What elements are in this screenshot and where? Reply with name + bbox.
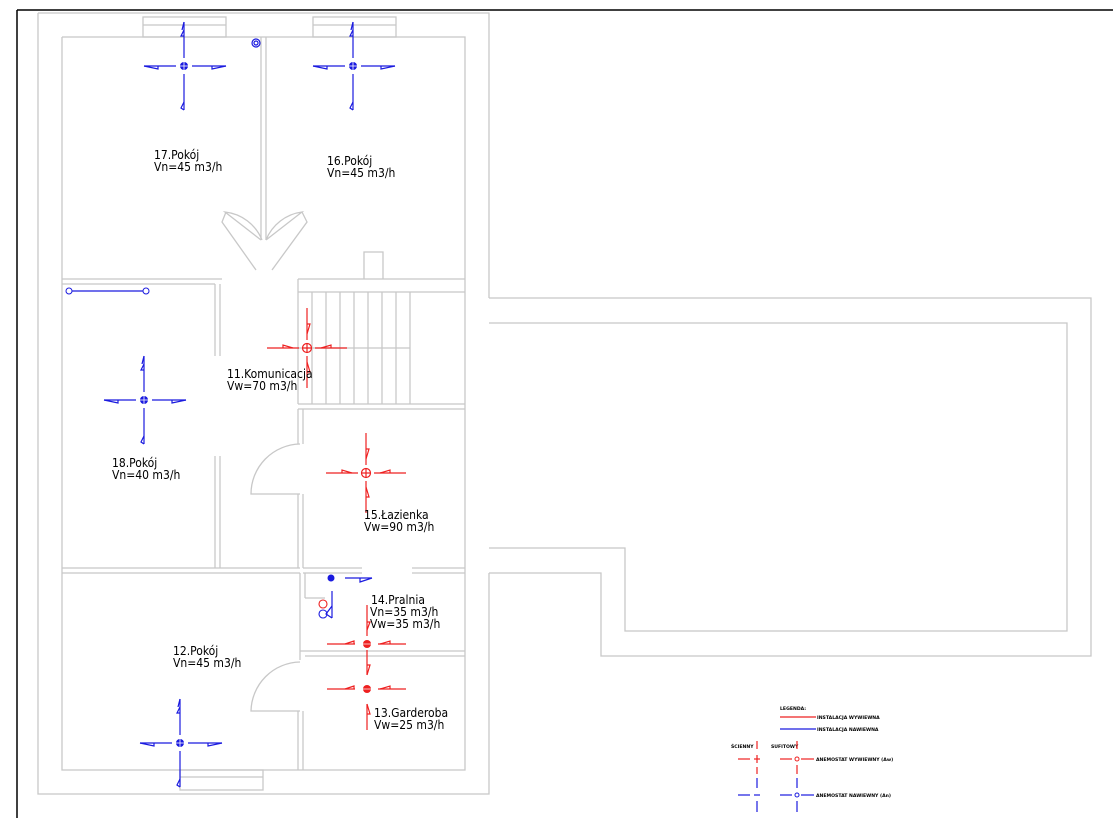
legend-exhaust-label: INSTALACJA WYWIEWNA <box>817 715 880 721</box>
room-11-flow: Vw=70 m3/h <box>227 379 297 393</box>
room-14-name: 14.Pralnia <box>371 593 425 607</box>
legend-wall-exhaust-symbol <box>738 741 760 774</box>
exhaust-installation <box>266 307 407 730</box>
room-18-flow: Vn=40 m3/h <box>112 468 180 482</box>
room-12-flow: Vn=45 m3/h <box>173 656 241 670</box>
annex-walls <box>489 297 1092 657</box>
supply-diffuser-room-17 <box>143 21 227 111</box>
legend-title: LEGENDA: <box>780 706 806 712</box>
window-north-right <box>312 16 397 38</box>
room-16-flow: Vn=45 m3/h <box>327 166 395 180</box>
legend-ceiling-exhaust-symbol <box>780 741 814 774</box>
legend-col-wall: ŚCIENNY <box>731 743 754 750</box>
legend: LEGENDA: INSTALACJA WYWIEWNA INSTALACJA … <box>731 706 893 812</box>
legend-exhaust-diffuser-label: ANEMOSTAT WYWIEWNY (Aw) <box>816 757 893 763</box>
room-16-name: 16.Pokój <box>327 154 372 168</box>
room-labels: 17.Pokój Vn=45 m3/h 16.Pokój Vn=45 m3/h … <box>112 148 448 732</box>
room-11-name: 11.Komunicacja <box>227 367 313 381</box>
room-18-name: 18.Pokój <box>112 456 157 470</box>
supply-diffuser-room-14 <box>318 574 373 619</box>
room-14-flow-exhaust: Vw=35 m3/h <box>370 617 440 631</box>
exhaust-diffuser-room-15 <box>325 432 407 514</box>
legend-supply-label: INSTALACJA NAWIEWNA <box>817 727 879 733</box>
supply-installation <box>65 21 396 788</box>
window-south <box>179 769 264 791</box>
room-15-flow: Vw=90 m3/h <box>364 520 434 534</box>
exhaust-diffuser-room-14 <box>327 605 406 676</box>
supply-duct-room-18 <box>65 287 150 295</box>
room-13-flow: Vw=25 m3/h <box>374 718 444 732</box>
legend-col-ceiling: SUFITOWY <box>771 744 799 750</box>
sheet-frame <box>16 9 1113 818</box>
exhaust-diffuser-room-13 <box>327 685 406 730</box>
room-14-flow-supply: Vn=35 m3/h <box>370 605 438 619</box>
supply-diffuser-room-12 <box>139 698 223 788</box>
room-17-flow: Vn=45 m3/h <box>154 160 222 174</box>
staircase <box>297 279 465 410</box>
room-13-name: 13.Garderoba <box>374 706 448 720</box>
room-17-name: 17.Pokój <box>154 148 199 162</box>
legend-ceiling-supply-symbol <box>780 778 814 812</box>
supply-diffuser-room-16 <box>312 21 396 111</box>
supply-diffuser-room-18 <box>103 355 187 445</box>
legend-supply-diffuser-label: ANEMOSTAT NAWIEWNY (An) <box>816 793 891 799</box>
room-12-name: 12.Pokój <box>173 644 218 658</box>
main-building-walls <box>37 12 490 795</box>
room-15-name: 15.Łazienka <box>364 508 429 522</box>
legend-wall-supply-symbol <box>738 778 760 812</box>
duct-riser-icon <box>251 38 261 48</box>
